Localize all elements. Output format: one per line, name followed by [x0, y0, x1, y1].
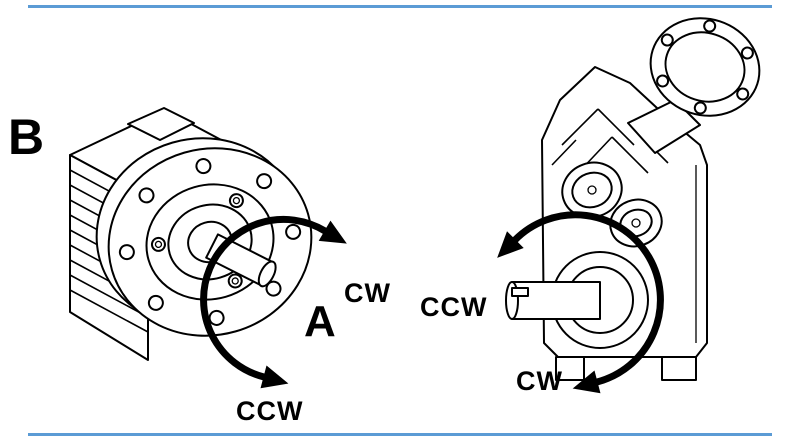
input-mounting-flange [649, 17, 761, 117]
right-ccw-label: CCW [420, 292, 488, 322]
shaft-keyway [511, 287, 529, 297]
parallel-shaft-gearbox-illustration [505, 17, 761, 381]
unit-b-label: B [8, 109, 45, 165]
mounting-feet [555, 356, 697, 381]
top-divider-rule [28, 5, 772, 8]
left-ccw-label: CCW [236, 396, 304, 426]
gearmotor-flange-illustration [69, 107, 313, 361]
output-shaft [505, 281, 601, 320]
flange-neck [627, 99, 701, 154]
unit-a-label: A [304, 297, 336, 346]
terminal-box [127, 107, 195, 141]
right-cw-label: CW [516, 366, 563, 396]
left-cw-label: CW [344, 278, 391, 308]
bottom-divider-rule [28, 433, 772, 436]
